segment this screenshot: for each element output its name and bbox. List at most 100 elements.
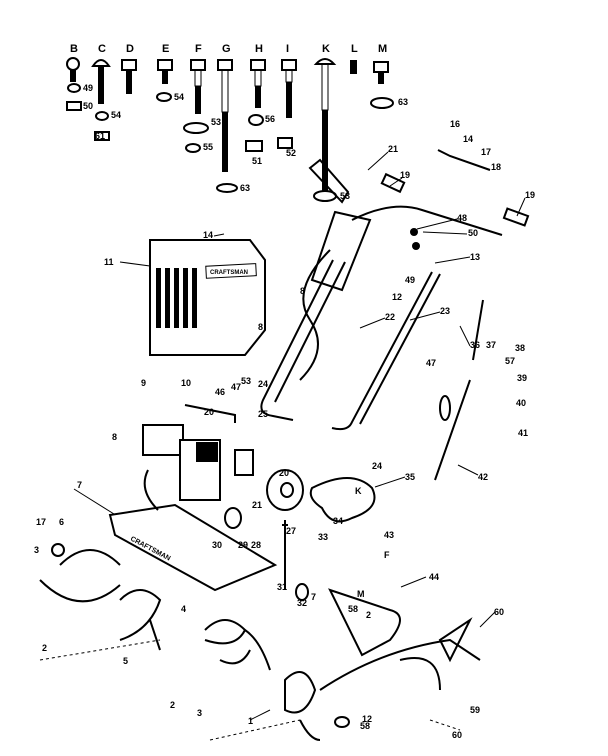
part-label: 17 — [36, 517, 46, 527]
part-label: 13 — [470, 252, 480, 262]
handle-part-labels: 21 19 16 14 17 18 19 48 50 13 49 12 22 2… — [104, 119, 535, 482]
part-label: 53 — [241, 376, 251, 386]
part-label: 21 — [388, 144, 398, 154]
part-label: D — [126, 43, 134, 55]
part-label: 60 — [494, 607, 504, 617]
part-label: 7 — [311, 592, 316, 602]
part-label: I — [286, 43, 289, 55]
part-label: 19 — [525, 190, 535, 200]
part-label: 20 — [279, 468, 289, 478]
hardware-bolts — [66, 57, 389, 192]
shield-decal: CRAFTSMAN — [129, 536, 171, 563]
part-label: 63 — [240, 183, 250, 193]
part-label: 48 — [457, 213, 467, 223]
drive-belt — [309, 477, 376, 523]
setscrew-l — [350, 60, 357, 74]
part-label: E — [162, 43, 169, 55]
part-label: 3 — [197, 708, 202, 718]
part-label: 40 — [516, 398, 526, 408]
part-label: K — [355, 486, 362, 496]
part-label: 63 — [398, 97, 408, 107]
part-label: 47 — [231, 382, 241, 392]
tine-center — [204, 619, 271, 671]
bolt-b — [66, 57, 80, 82]
bolt-c — [91, 59, 111, 104]
part-label: 33 — [318, 532, 328, 542]
part-label: 51 — [252, 156, 262, 166]
part-label: L — [351, 43, 358, 55]
part-label: 39 — [517, 373, 527, 383]
part-label: 37 — [486, 340, 496, 350]
part-label: 31 — [277, 582, 287, 592]
part-label: 36 — [470, 340, 480, 350]
part-label: 35 — [405, 472, 415, 482]
part-label: 5 — [123, 656, 128, 666]
depth-stake — [328, 588, 401, 657]
bolt-d — [121, 59, 137, 94]
hardware-washers-nuts — [66, 83, 394, 202]
part-label: 2 — [170, 700, 175, 710]
part-label: F — [384, 550, 390, 560]
part-label: 49 — [83, 83, 93, 93]
part-label: H — [255, 43, 263, 55]
bolt-m — [373, 61, 389, 84]
tine-left — [39, 549, 162, 651]
part-label: 24 — [258, 379, 268, 389]
part-label: M — [378, 43, 387, 55]
part-label: 53 — [211, 117, 221, 127]
part-label: 12 — [362, 714, 372, 724]
part-label: 21 — [252, 500, 262, 510]
part-label: 8 — [112, 432, 117, 442]
tine-shaft — [319, 638, 481, 691]
part-label: 20 — [204, 407, 214, 417]
bolt-k — [313, 58, 337, 192]
part-label: 57 — [505, 356, 515, 366]
part-label: 34 — [333, 516, 343, 526]
part-label: 32 — [297, 598, 307, 608]
pulley — [224, 469, 304, 529]
leader-lines — [73, 151, 526, 721]
hub-cap-left — [51, 543, 65, 557]
part-label: 61 — [95, 131, 105, 141]
part-label: 17 — [481, 147, 491, 157]
engine — [142, 404, 254, 511]
part-label: K — [322, 43, 330, 55]
part-label: 50 — [83, 101, 93, 111]
part-label: 11 — [104, 257, 114, 267]
part-label: C — [98, 43, 106, 55]
part-label: 58 — [360, 721, 370, 731]
part-label: 41 — [518, 428, 528, 438]
part-label: 1 — [248, 716, 253, 726]
part-label: G — [222, 43, 231, 55]
part-label: 54 — [111, 110, 121, 120]
part-label: 27 — [286, 526, 296, 536]
cover-decal: CRAFTSMAN — [210, 270, 248, 276]
hardware-number-labels: 49 50 54 61 54 53 56 55 51 52 63 53 63 — [83, 83, 408, 201]
part-label: 3 — [34, 545, 39, 555]
wheel-bearing — [295, 583, 309, 601]
part-label: 55 — [203, 142, 213, 152]
control-rod — [282, 520, 288, 590]
bolt-h — [250, 59, 266, 108]
part-label: 4 — [181, 604, 186, 614]
part-label: M — [357, 589, 365, 599]
tine-right — [284, 617, 473, 741]
part-label: 10 — [181, 378, 191, 388]
part-label: 23 — [440, 306, 450, 316]
part-label: 8 — [300, 286, 305, 296]
part-label: B — [70, 43, 78, 55]
part-label: 49 — [405, 275, 415, 285]
part-label: 60 — [452, 730, 462, 740]
part-label: 24 — [372, 461, 382, 471]
engine-part-labels: 9 10 46 47 53 24 20 8 25 20 24 K 21 27 3… — [34, 376, 504, 740]
part-label: 22 — [385, 312, 395, 322]
part-label: 47 — [426, 358, 436, 368]
part-label: 19 — [400, 170, 410, 180]
bolt-e — [157, 59, 173, 84]
bolt-i — [281, 59, 297, 118]
part-label: 54 — [174, 92, 184, 102]
part-label: 30 — [212, 540, 222, 550]
part-label: 2 — [42, 643, 47, 653]
part-label: 18 — [491, 162, 501, 172]
